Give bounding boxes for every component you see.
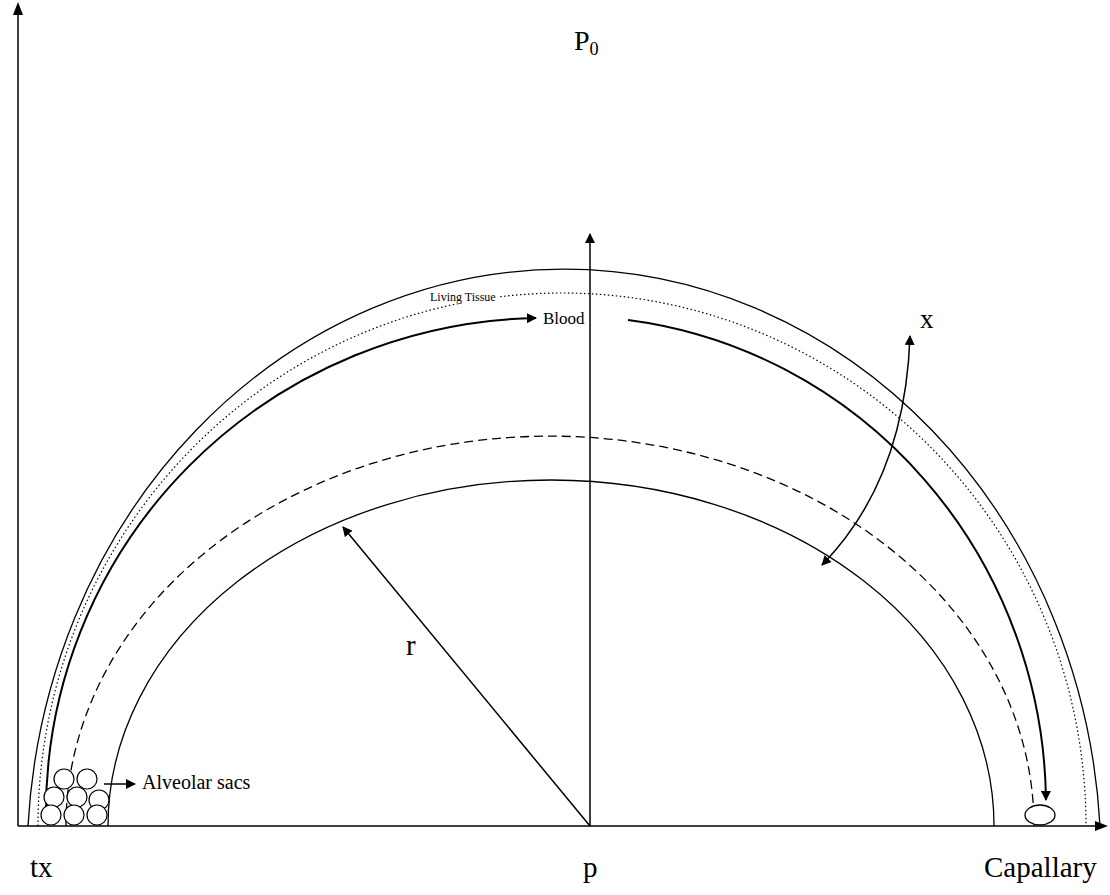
pressure-label: P0 bbox=[572, 26, 601, 59]
outer-arc bbox=[28, 269, 1100, 826]
axis-label: p bbox=[581, 852, 600, 884]
vertical-axis bbox=[17, 14, 19, 826]
axis-label: tx bbox=[28, 852, 55, 884]
horizontal-axis bbox=[18, 825, 1096, 827]
blood-flow-arc bbox=[628, 320, 1046, 800]
axis-arrowhead bbox=[13, 2, 23, 15]
tissue-arc bbox=[38, 293, 1086, 826]
part-label: Alveolar sacs bbox=[140, 771, 252, 793]
radius-label: r bbox=[404, 630, 418, 662]
dashed-arc bbox=[66, 436, 1034, 826]
radius-arrow bbox=[343, 527, 590, 826]
distance-arrow bbox=[822, 336, 910, 565]
capillary-symbol bbox=[1025, 805, 1055, 825]
axis-arrowhead bbox=[1095, 821, 1108, 831]
pressure-arrow bbox=[589, 234, 591, 826]
alveolar-sacs bbox=[41, 769, 109, 825]
region-label: Living Tissue bbox=[428, 291, 498, 304]
blood-flow-arc bbox=[46, 318, 536, 812]
inner-arc bbox=[108, 480, 994, 826]
leader-arrow bbox=[104, 783, 135, 785]
axis-label: Capallary bbox=[982, 852, 1099, 884]
flow-label: Blood bbox=[541, 310, 587, 329]
distance-label: x bbox=[918, 305, 936, 335]
